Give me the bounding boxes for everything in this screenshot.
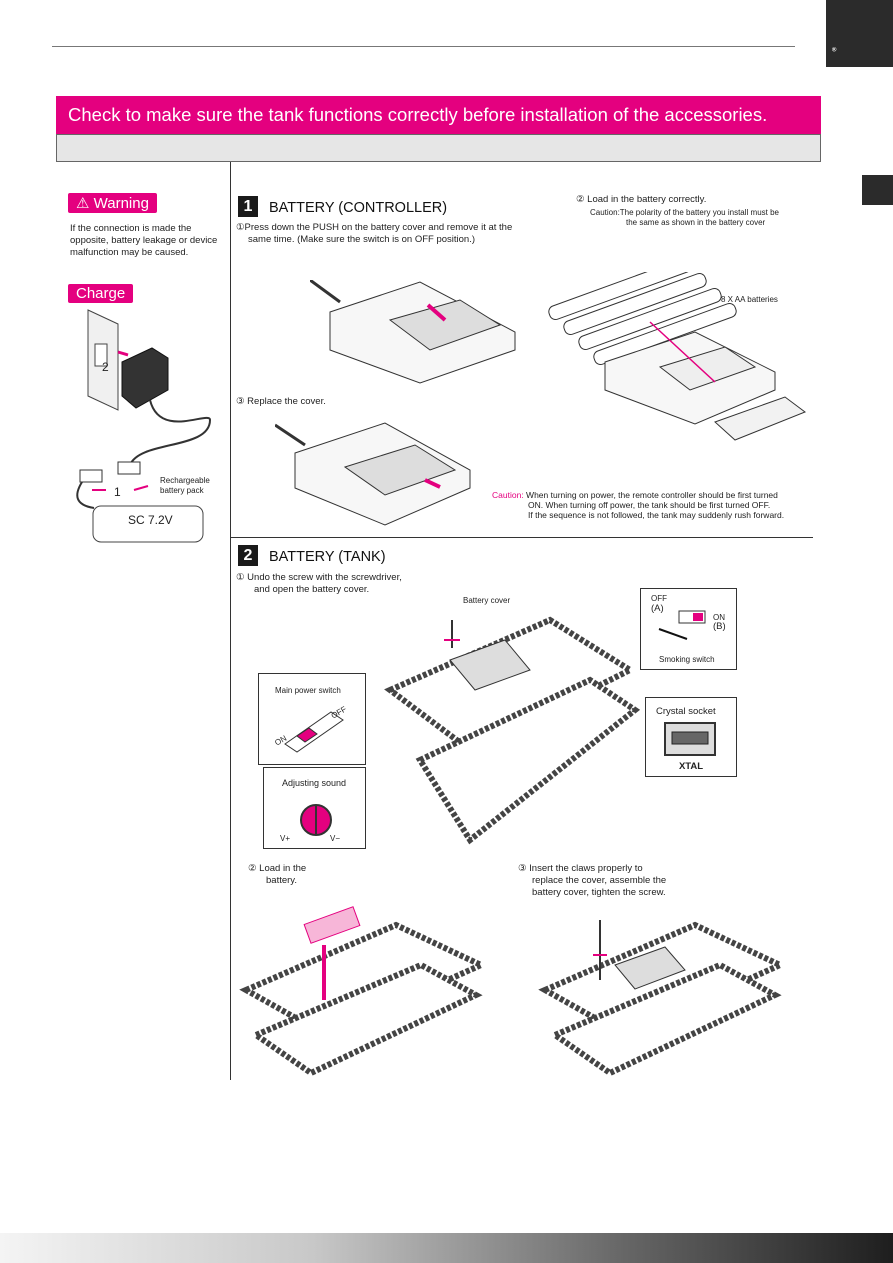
warning-icon: ⚠ bbox=[76, 195, 90, 212]
crystal-socket-icon bbox=[664, 722, 716, 756]
section-title: BATTERY (CONTROLLER) bbox=[269, 200, 448, 216]
switch-arrow-icon bbox=[658, 610, 706, 640]
main-power-label: Main power switch bbox=[275, 686, 341, 695]
step-line: battery cover, tighten the screw. bbox=[532, 887, 666, 898]
rechargeable-line: Rechargeable bbox=[160, 476, 210, 485]
step-number: ② bbox=[248, 863, 257, 874]
section-number: 2 bbox=[238, 545, 258, 566]
adjusting-sound-box: Adjusting sound V+ V− bbox=[263, 767, 366, 849]
tank-open-illustration bbox=[384, 616, 640, 845]
smoking-switch-label: Smoking switch bbox=[659, 655, 715, 664]
warning-line: If the connection is made the bbox=[70, 223, 192, 234]
step-number: ③ bbox=[518, 863, 527, 874]
adjusting-sound-label: Adjusting sound bbox=[282, 778, 347, 788]
s2-step3-text: ③ Insert the claws properly to replace t… bbox=[518, 863, 666, 899]
step-line: replace the cover, assemble the bbox=[532, 875, 667, 886]
charge-tag: Charge bbox=[68, 284, 134, 303]
warning-line: malfunction may be caused. bbox=[70, 247, 189, 258]
step-line: Press down the PUSH on the battery cover… bbox=[244, 222, 513, 233]
s1-step2-text: ② Load in the battery correctly. bbox=[576, 194, 706, 206]
rechargeable-label: Rechargeable battery pack bbox=[160, 476, 210, 496]
warning-text: If the connection is made the opposite, … bbox=[70, 223, 217, 259]
caution-line: the same as shown in the battery cover bbox=[626, 218, 766, 227]
brand-logo: XciteRC ® bbox=[826, 0, 893, 104]
step-line: Load in the battery correctly. bbox=[587, 194, 707, 205]
switch-a-label: (A) bbox=[651, 603, 664, 614]
charge-step-1: 1 bbox=[114, 485, 121, 499]
section-title: BATTERY (TANK) bbox=[269, 549, 386, 565]
section-number: 1 bbox=[238, 196, 258, 217]
logo-text: XciteRC bbox=[838, 88, 889, 104]
caution-line: ON. When turning off power, the tank sho… bbox=[528, 500, 771, 510]
caution-line: If the sequence is not followed, the tan… bbox=[528, 510, 785, 520]
step-line: Load in the bbox=[259, 863, 307, 874]
step-line: Undo the screw with the screwdriver, bbox=[247, 572, 402, 583]
banner-subbar bbox=[56, 134, 821, 162]
header-rule bbox=[52, 46, 795, 47]
switch-on-label: ON bbox=[713, 613, 725, 622]
section-divider bbox=[231, 537, 813, 538]
charger-illustration bbox=[76, 309, 212, 543]
tank-battery-load-illustration bbox=[239, 906, 486, 1077]
warning-tag: ⚠ Warning bbox=[68, 193, 157, 213]
footer-gradient-bar bbox=[0, 1233, 893, 1263]
rechargeable-line: battery pack bbox=[160, 486, 204, 495]
caution-line: When turning on power, the remote contro… bbox=[526, 490, 778, 500]
step-number: ② bbox=[576, 194, 585, 205]
s1-step3-text: ③ Replace the cover. bbox=[236, 396, 326, 408]
battery-pack-text: SC 7.2V bbox=[128, 513, 173, 527]
step-line: Replace the cover. bbox=[247, 396, 326, 407]
s2-step2-text: ② Load in the battery. bbox=[248, 863, 306, 887]
step-number: ① bbox=[236, 572, 245, 583]
crystal-socket-box: Crystal socket XTAL bbox=[645, 697, 737, 777]
tank-cover-closed-illustration bbox=[538, 920, 785, 1077]
step-number: ③ bbox=[236, 396, 245, 407]
step-line: and open the battery cover. bbox=[254, 584, 370, 595]
v-plus-label: V+ bbox=[280, 834, 291, 843]
switch-off-label: OFF bbox=[651, 594, 667, 603]
charge-step-2: 2 bbox=[102, 360, 109, 374]
s1-step1-text: ①Press down the PUSH on the battery cove… bbox=[236, 222, 512, 246]
s1-caution: Caution:The polarity of the battery you … bbox=[590, 208, 830, 228]
warning-line: opposite, battery leakage or device bbox=[70, 235, 218, 246]
step-line: Insert the claws properly to bbox=[529, 863, 643, 874]
s2-step1-text: ① Undo the screw with the screwdriver, a… bbox=[236, 572, 402, 596]
battery-cover-label: Battery cover bbox=[463, 596, 511, 605]
column-divider bbox=[230, 162, 231, 1080]
caution-label: Caution: bbox=[492, 490, 524, 500]
caution-line: Caution:The polarity of the battery you … bbox=[590, 208, 779, 217]
v-minus-label: V− bbox=[330, 834, 341, 843]
s1-caution2: Caution: When turning on power, the remo… bbox=[492, 490, 822, 520]
batteries-label: 8 X AA batteries bbox=[721, 295, 778, 304]
logo-mark: ® bbox=[832, 47, 836, 54]
main-power-switch-box: Main power switch ON OFF bbox=[258, 673, 366, 765]
crystal-socket-label: Crystal socket bbox=[656, 706, 716, 717]
xtal-label: XTAL bbox=[678, 761, 704, 772]
smoking-switch-box: OFF (A) ON (B) Smoking switch bbox=[640, 588, 737, 670]
side-tab-marker bbox=[862, 175, 893, 205]
controller-open-illustration bbox=[310, 280, 516, 384]
sound-dial-icon bbox=[300, 804, 332, 836]
step-line: same time. (Make sure the switch is on O… bbox=[248, 234, 476, 245]
switch-b-label: (B) bbox=[713, 621, 726, 632]
controller-closed-illustration bbox=[275, 422, 471, 526]
main-power-switch-icon bbox=[284, 711, 344, 753]
warning-label: Warning bbox=[93, 195, 149, 212]
step-number: ① bbox=[236, 222, 245, 233]
page-banner: Check to make sure the tank functions co… bbox=[56, 96, 821, 134]
controller-batteries-illustration bbox=[548, 272, 807, 441]
step-line: battery. bbox=[266, 875, 297, 886]
